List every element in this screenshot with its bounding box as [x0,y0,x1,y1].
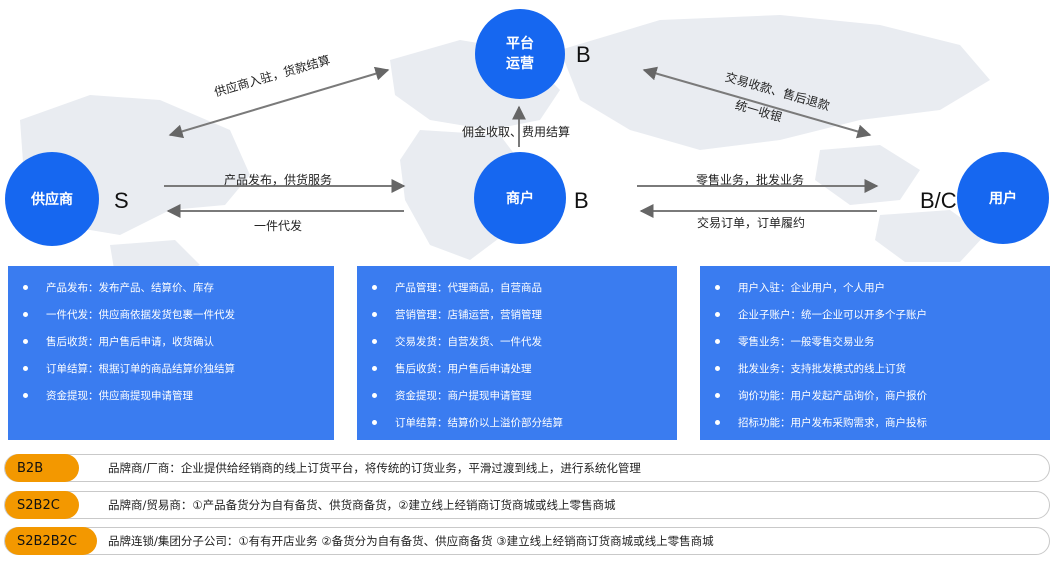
node-merchant-label: 商户 [506,191,534,207]
arrow-supplier-platform [168,66,390,139]
panel-item: 企业子账户：统一企业可以开多个子账户 [700,301,1050,328]
role-platform: B [576,42,591,67]
panel-item: 零售业务：一般零售交易业务 [700,328,1050,355]
model-row-s2b2c: S2B2C 品牌商/贸易商：①产品备货分为自有备货、供货商备货，②建立线上经销商… [4,491,1050,519]
bullet-icon [372,339,377,344]
panel-item-text: 产品管理：代理商品，自营商品 [395,282,542,294]
panel-item-text: 产品发布：发布产品、结算价、库存 [46,282,214,294]
panel-item-text: 订单结算：根据订单的商品结算价独结算 [46,363,235,375]
label-merchant-user: 零售业务，批发业务 [696,173,805,187]
panel-item: 售后收货：用户售后申请，收货确认 [8,328,334,355]
model-desc: 品牌商/厂商：企业提供给经销商的线上订货平台，将传统的订货业务，平滑过渡到线上，… [108,461,641,475]
bullet-icon [23,393,28,398]
bullet-icon [372,285,377,290]
bullet-icon [715,393,720,398]
panel-item: 售后收货：用户售后申请处理 [357,355,677,382]
model-tag: S2B2C [5,491,79,519]
model-tag: B2B [5,454,79,482]
arrow-platform-user [642,66,872,139]
model-row-s2b2b2c: S2B2B2C 品牌连锁/集团分子公司：①有有开店业务 ②备货分为自有备货、供应… [4,527,1050,555]
panel-item-text: 资金提现：商户提现申请管理 [395,390,532,402]
panel-item: 一件代发：供应商依据发货包裹一件代发 [8,301,334,328]
panel-item-text: 售后收货：用户售后申请，收货确认 [46,336,214,348]
label-user-merchant: 交易订单，订单履约 [697,216,806,230]
model-row-b2b: B2B 品牌商/厂商：企业提供给经销商的线上订货平台，将传统的订货业务，平滑过渡… [4,454,1050,482]
panel-item-text: 交易发货：自营发货、一件代发 [395,336,542,348]
role-user: B/C [920,188,957,213]
bullet-icon [715,366,720,371]
panel-item: 交易发货：自营发货、一件代发 [357,328,677,355]
node-platform: 平台运营 [475,9,565,99]
node-supplier: 供应商 [5,152,99,246]
panel-merchant: 产品管理：代理商品，自营商品 营销管理：店铺运营，营销管理 交易发货：自营发货、… [357,266,677,440]
node-supplier-label: 供应商 [31,192,73,208]
panel-item-text: 招标功能：用户发布采购需求，商户投标 [738,417,927,429]
panel-item-text: 批发业务：支持批发模式的线上订货 [738,363,906,375]
role-supplier: S [114,188,129,213]
panel-item: 询价功能：用户发起产品询价，商户报价 [700,382,1050,409]
label-merchant-platform: 佣金收取、费用结算 [462,125,571,139]
bullet-icon [372,312,377,317]
model-tag: S2B2B2C [5,527,97,555]
bullet-icon [372,393,377,398]
panel-item-text: 一件代发：供应商依据发货包裹一件代发 [46,309,235,321]
panel-item-text: 营销管理：店铺运营，营销管理 [395,309,542,321]
model-desc: 品牌商/贸易商：①产品备货分为自有备货、供货商备货，②建立线上经销商订货商城或线… [108,498,616,512]
bullet-icon [715,339,720,344]
bullet-icon [23,285,28,290]
panel-item: 招标功能：用户发布采购需求，商户投标 [700,409,1050,436]
panel-item: 营销管理：店铺运营，营销管理 [357,301,677,328]
panel-item-text: 零售业务：一般零售交易业务 [738,336,875,348]
panel-supplier: 产品发布：发布产品、结算价、库存 一件代发：供应商依据发货包裹一件代发 售后收货… [8,266,334,440]
panel-item: 批发业务：支持批发模式的线上订货 [700,355,1050,382]
panel-item: 资金提现：商户提现申请管理 [357,382,677,409]
panel-item-text: 用户入驻：企业用户，个人用户 [738,282,885,294]
node-user: 用户 [957,152,1049,244]
model-desc: 品牌连锁/集团分子公司：①有有开店业务 ②备货分为自有备货、供应商备货 ③建立线… [108,534,714,548]
panel-item-text: 资金提现：供应商提现申请管理 [46,390,193,402]
panel-item: 产品管理：代理商品，自营商品 [357,274,677,301]
panel-item: 订单结算：根据订单的商品结算价独结算 [8,355,334,382]
panel-item: 订单结算：结算价以上溢价部分结算 [357,409,677,436]
panel-item: 用户入驻：企业用户，个人用户 [700,274,1050,301]
bullet-icon [372,420,377,425]
role-merchant: B [574,188,589,213]
panel-item-text: 询价功能：用户发起产品询价，商户报价 [738,390,927,402]
panel-item: 资金提现：供应商提现申请管理 [8,382,334,409]
panel-item-text: 售后收货：用户售后申请处理 [395,363,532,375]
bullet-icon [372,366,377,371]
node-merchant: 商户 [474,152,566,244]
panel-item-text: 企业子账户：统一企业可以开多个子账户 [738,309,927,321]
bullet-icon [715,285,720,290]
bullet-icon [23,339,28,344]
bullet-icon [23,366,28,371]
bullet-icon [715,312,720,317]
node-platform-label: 平台运营 [506,36,534,72]
bullet-icon [715,420,720,425]
panel-item: 产品发布：发布产品、结算价、库存 [8,274,334,301]
panel-user: 用户入驻：企业用户，个人用户 企业子账户：统一企业可以开多个子账户 零售业务：一… [700,266,1050,440]
label-merchant-supplier: 一件代发 [254,219,303,233]
node-user-label: 用户 [989,191,1017,207]
panel-item-text: 订单结算：结算价以上溢价部分结算 [395,417,563,429]
label-supplier-merchant: 产品发布，供货服务 [224,173,333,187]
bullet-icon [23,312,28,317]
